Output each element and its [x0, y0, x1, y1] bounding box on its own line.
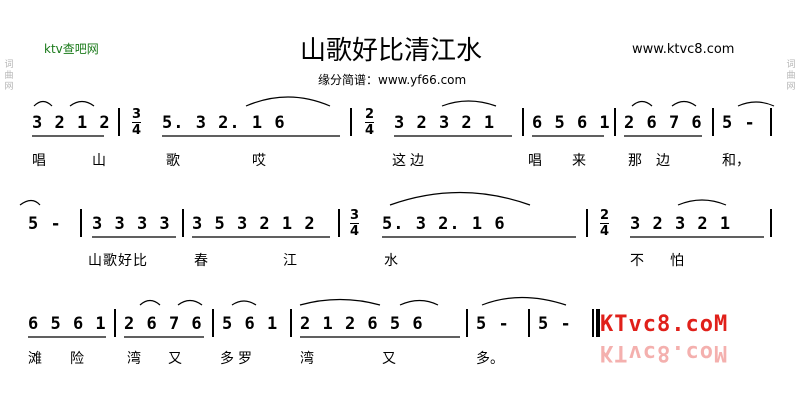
lyric: 唱 — [528, 153, 542, 169]
bar-line — [118, 108, 120, 136]
measure: 5 6 1 — [222, 314, 279, 334]
lyric: 湾 — [127, 351, 141, 367]
measure: 5 - — [28, 214, 62, 234]
lyric: 多。 — [476, 351, 504, 367]
measure: 5 - — [538, 314, 572, 334]
side-watermark-text: 词曲网 — [4, 60, 14, 92]
measure: 6 5 6 1 — [532, 113, 611, 133]
ktvc8-logo: KTvc8.coM — [600, 312, 729, 337]
lyric: 又 — [168, 351, 182, 367]
bar-line — [592, 309, 594, 337]
measure: 3 5 3 2 1 2 — [192, 214, 316, 234]
lyric: 唱 — [32, 153, 46, 169]
lyric: 不怕 — [630, 253, 710, 269]
bar-line — [350, 108, 352, 136]
song-title: 山歌好比清江水 — [300, 36, 483, 66]
bar-line — [212, 309, 214, 337]
lyric: 江 — [283, 253, 297, 269]
bar-line — [522, 108, 524, 136]
subtitle: 缘分简谱：www.yf66.com — [318, 73, 467, 87]
bar-line — [586, 209, 588, 237]
measure: 6 5 6 1 — [28, 314, 107, 334]
measure: 3 3 3 3 — [92, 214, 171, 234]
bar-line — [182, 209, 184, 237]
lyric: 多罗 — [220, 351, 256, 367]
measure: 3 2 1 2 — [32, 113, 111, 133]
bar-line — [114, 309, 116, 337]
bar-line — [712, 108, 714, 136]
measure: 5. 3 2. 1 6 — [382, 214, 506, 234]
final-bar-line — [596, 309, 600, 337]
measure: 2 1 2 6 5 6 — [300, 314, 424, 334]
bar-line — [770, 108, 772, 136]
measure: 3 2 3 2 1 — [394, 113, 496, 133]
lyric: 水 — [384, 253, 398, 269]
lyric: 哎 — [252, 153, 266, 169]
right-brand: www.ktvc8.com — [632, 42, 735, 57]
lyric: 春 — [194, 253, 208, 269]
measure: 5 - — [722, 113, 756, 133]
bar-line — [80, 209, 82, 237]
bar-line — [614, 108, 616, 136]
bar-line — [290, 309, 292, 337]
side-watermark-left: 词曲网 — [2, 0, 16, 402]
lyric: 山歌好比 — [88, 253, 148, 269]
measure: 2 6 7 6 — [624, 113, 703, 133]
measure: 3 2 3 2 1 — [630, 214, 732, 234]
bar-line — [338, 209, 340, 237]
lyric: 那边 — [628, 153, 684, 169]
lyric: 和， — [722, 153, 750, 169]
bar-line — [770, 209, 772, 237]
measure: 5. 3 2. 1 6 — [162, 113, 286, 133]
lyric: 险 — [70, 351, 84, 367]
ktvc8-logo-reflection: KTvc8.coM — [600, 340, 729, 365]
left-brand: ktv查吧网 — [44, 42, 99, 56]
lyric: 来 — [572, 153, 586, 169]
lyric: 滩 — [28, 351, 42, 367]
side-watermark-right: 词曲网 — [784, 0, 798, 402]
lyric: 山 — [92, 153, 106, 169]
side-watermark-text: 词曲网 — [786, 60, 796, 92]
lyric: 歌 — [166, 153, 180, 169]
lyric: 湾 — [300, 351, 314, 367]
lyric: 这边 — [392, 153, 428, 169]
measure: 2 6 7 6 — [124, 314, 203, 334]
bar-line — [528, 309, 530, 337]
measure: 5 - — [476, 314, 510, 334]
lyric: 又 — [382, 351, 396, 367]
bar-line — [466, 309, 468, 337]
